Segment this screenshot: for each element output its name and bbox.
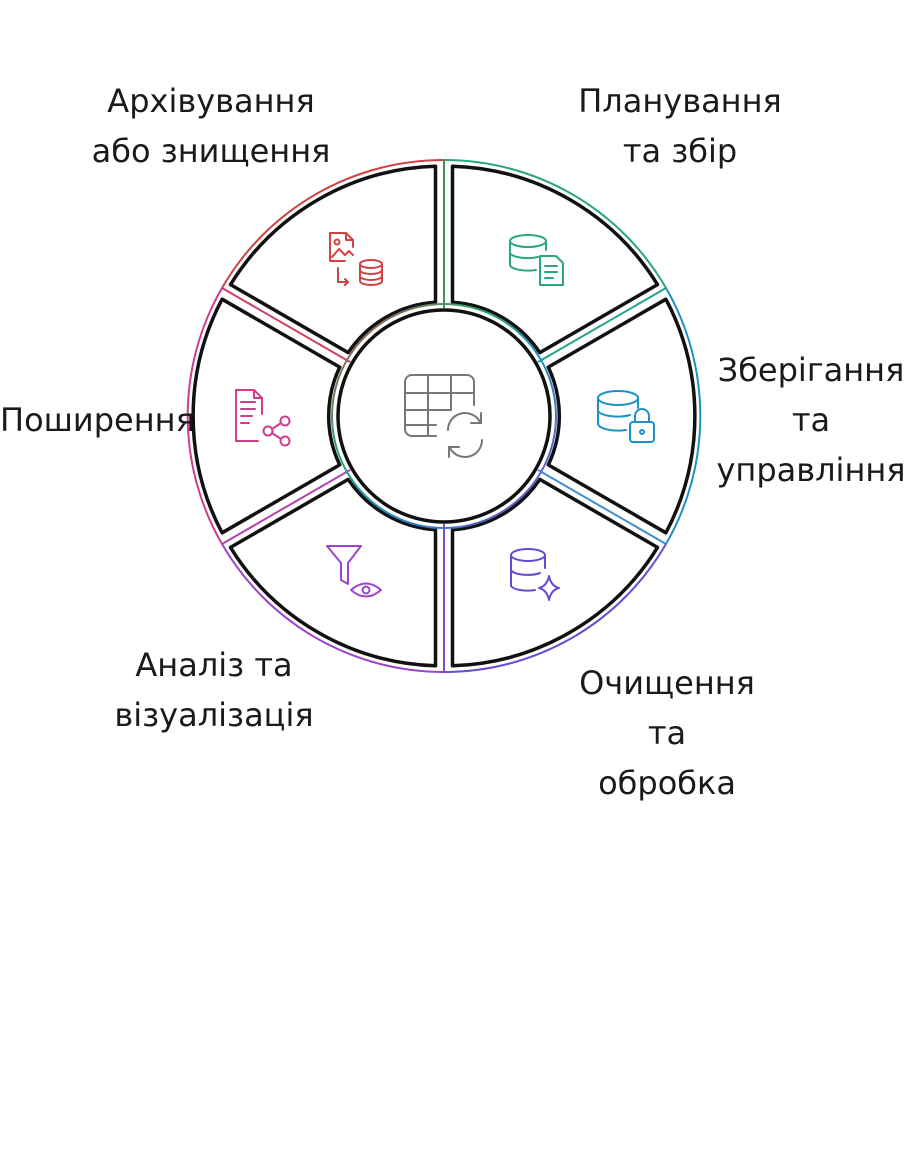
database-sparkle-icon <box>510 548 560 601</box>
segment-planning[interactable] <box>450 164 660 355</box>
center-hub[interactable] <box>336 308 552 524</box>
ring-arc-planning <box>443 158 667 289</box>
ring-arc-storage <box>665 287 702 545</box>
stage-label-planning: Планування та збір <box>578 82 782 170</box>
database-document-icon <box>509 234 564 286</box>
stage-label-analysis: Аналіз та візуалізація <box>114 646 314 734</box>
stage-label-cleaning: Очищення та обробка <box>579 664 755 802</box>
separator-storage-cleaning <box>537 469 667 545</box>
center-ring <box>331 303 557 529</box>
segment-sharing[interactable] <box>191 297 342 535</box>
filter-eye-icon <box>326 545 382 598</box>
segment-cleaning[interactable] <box>450 477 660 668</box>
document-share-icon <box>235 389 291 447</box>
stage-label-sharing: Поширення <box>0 401 195 439</box>
table-refresh-icon <box>404 374 483 458</box>
ring-arc-sharing <box>186 287 223 545</box>
stage-label-archive: Архівування або знищення <box>91 82 331 170</box>
separator-analysis-sharing <box>221 469 351 545</box>
separator-sharing-archive <box>221 287 351 363</box>
ring-arc-cleaning <box>443 543 667 674</box>
separator-planning-storage <box>537 287 667 363</box>
ring-arc-analysis <box>221 543 445 674</box>
database-lock-icon <box>597 390 655 443</box>
segment-analysis[interactable] <box>228 477 438 668</box>
ring-arc-archive <box>221 158 445 289</box>
stage-label-storage: Зберігання та управління <box>716 351 906 489</box>
segment-archive[interactable] <box>228 164 438 355</box>
image-to-database-icon <box>329 232 383 286</box>
